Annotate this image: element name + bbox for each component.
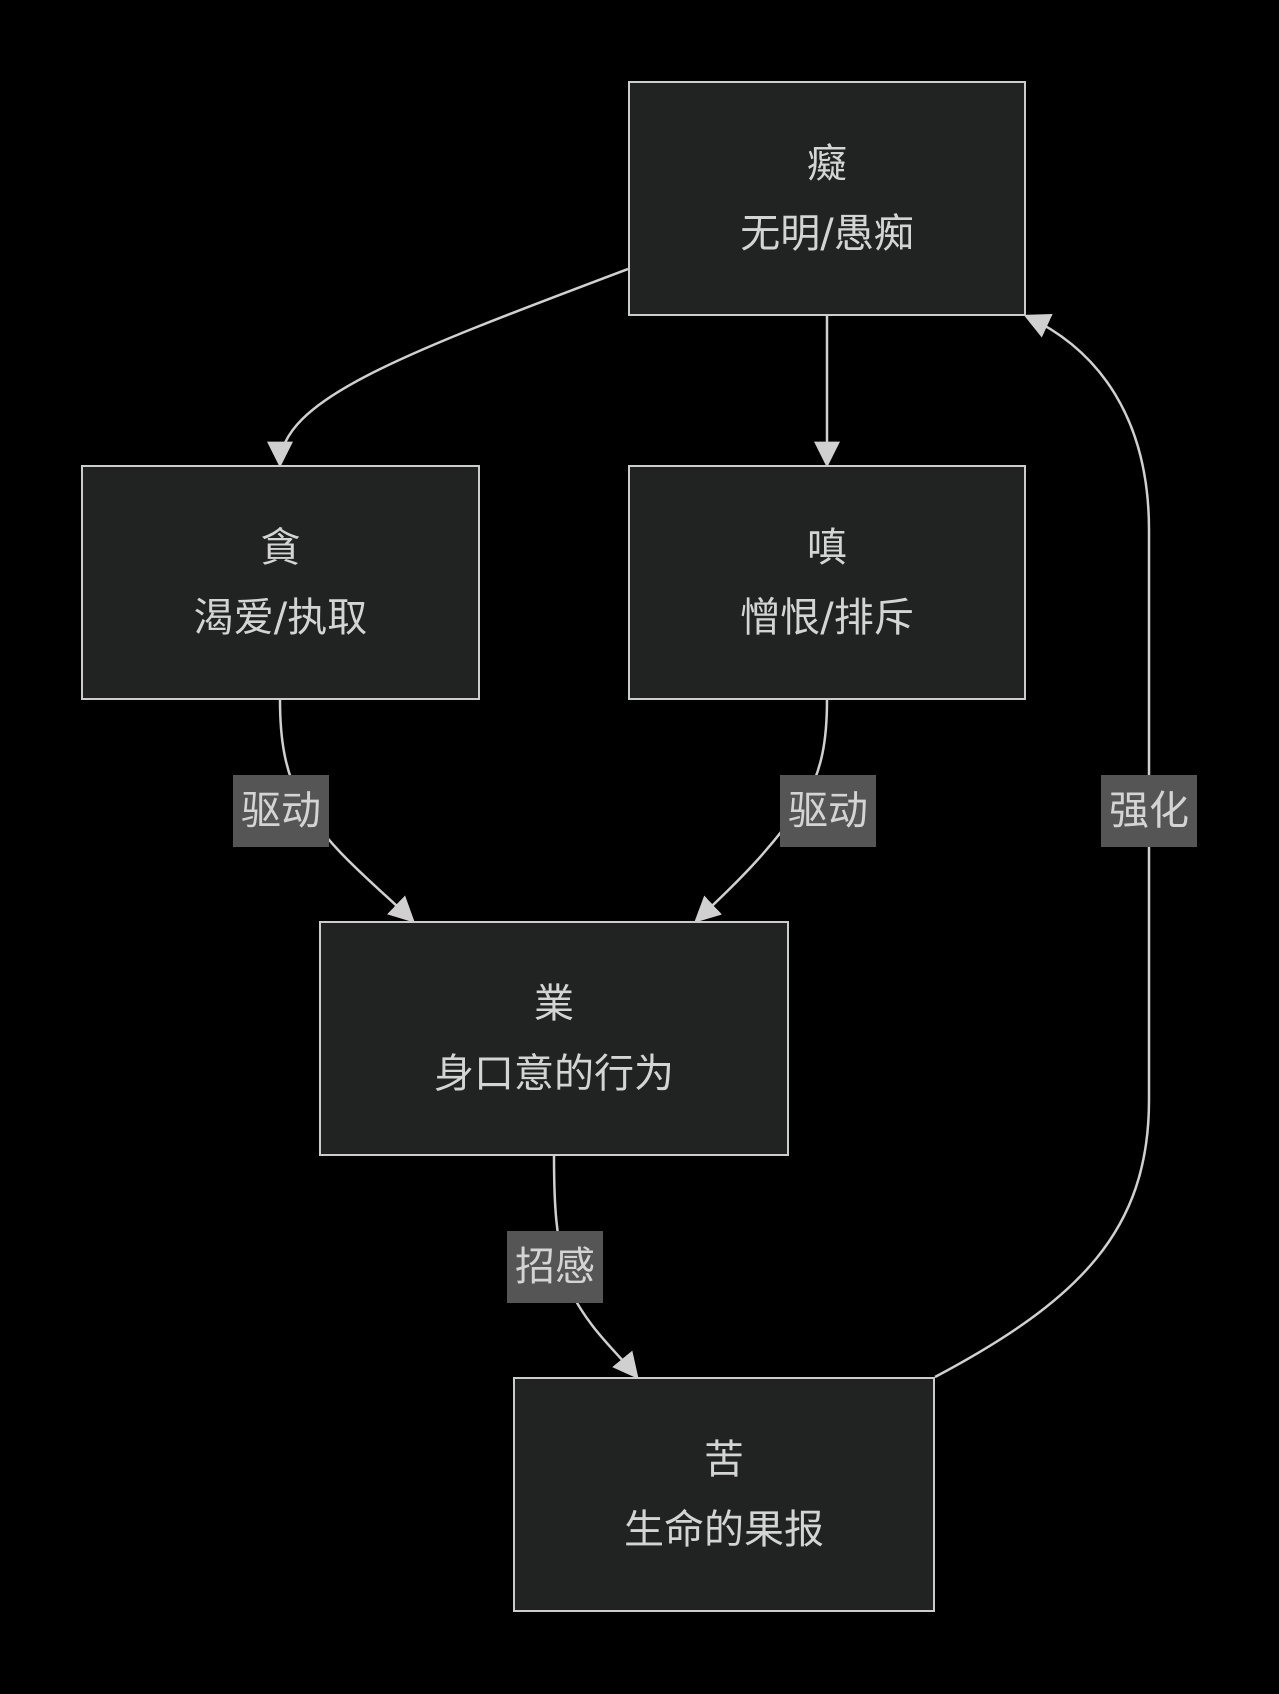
edge-label-tan-ye: 驱动: [233, 775, 329, 847]
node-subtitle: 渴爱/执取: [193, 594, 368, 641]
node-ku[interactable]: 苦 生命的果报: [513, 1377, 935, 1612]
node-chen[interactable]: 嗔 憎恨/排斥: [628, 465, 1026, 700]
node-title: 癡: [807, 140, 847, 187]
edge-label-ku-chi: 强化: [1101, 775, 1197, 847]
node-tan[interactable]: 貪 渴爱/执取: [81, 465, 480, 700]
edge-ku-chi: [934, 313, 1151, 1379]
edge-label-ye-ku: 招感: [507, 1231, 603, 1303]
node-title: 苦: [704, 1436, 744, 1483]
node-subtitle: 身口意的行为: [434, 1050, 674, 1097]
node-subtitle: 无明/愚痴: [740, 210, 914, 257]
edge-label-chen-ye: 驱动: [780, 775, 876, 847]
node-subtitle: 憎恨/排斥: [740, 594, 914, 641]
node-title: 嗔: [807, 524, 847, 571]
node-title: 貪: [260, 524, 301, 571]
node-subtitle: 生命的果报: [624, 1506, 824, 1553]
node-title: 業: [534, 980, 574, 1027]
edge-chi-tan: [267, 267, 629, 468]
node-ye[interactable]: 業 身口意的行为: [319, 921, 789, 1156]
node-chi[interactable]: 癡 无明/愚痴: [628, 81, 1026, 316]
